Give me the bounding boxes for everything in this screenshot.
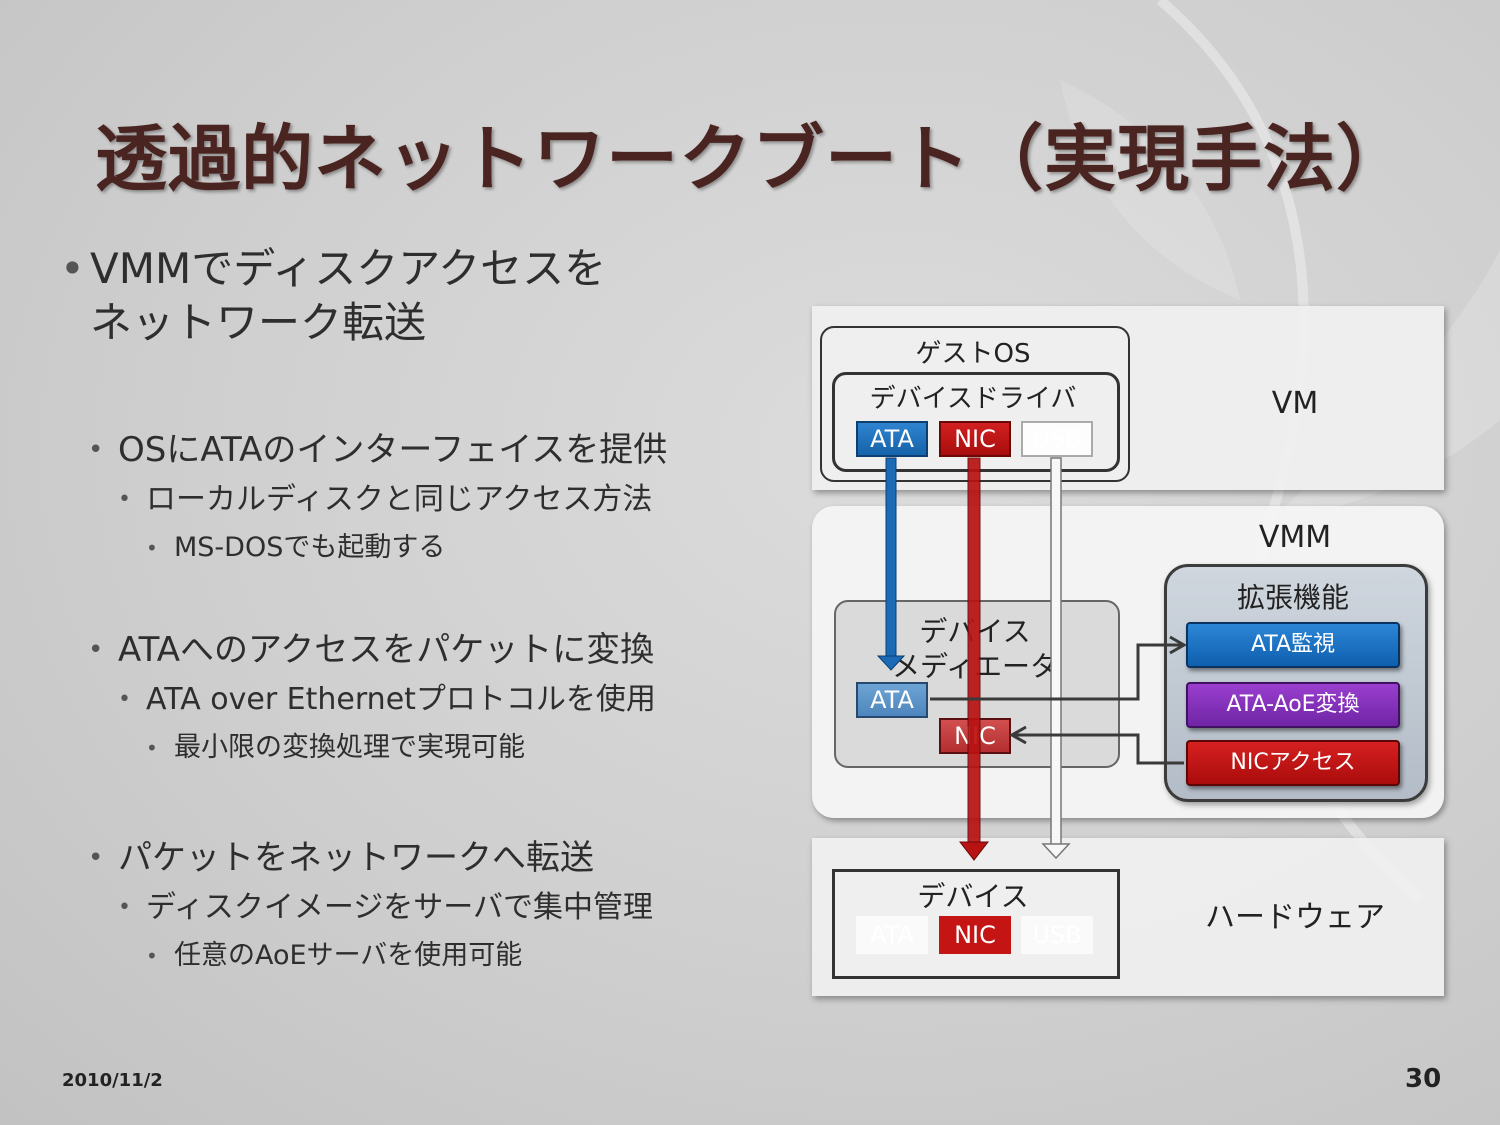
extension-title: 拡張機能: [1236, 581, 1349, 614]
bullet-level3: • ATA over Ethernetプロトコルを使用: [60, 680, 790, 720]
bullet-dot: •: [88, 435, 104, 465]
bullet-dot: •: [88, 635, 104, 665]
hw-nic-chip: NIC: [939, 916, 1011, 954]
driver-usb-chip: USB: [1021, 421, 1093, 457]
hw-device-label: デバイス: [917, 880, 1029, 913]
bullet-text: 最小限の変換処理で実現可能: [174, 732, 525, 763]
bullet-level2: • パケットをネットワークへ転送: [60, 836, 790, 880]
bullet-level4: • MS-DOSでも起動する: [60, 530, 790, 566]
bullet-level2: • OSにATAのインターフェイスを提供: [60, 428, 790, 472]
bullet-text: パケットをネットワークへ転送: [118, 838, 594, 878]
hw-ata-chip: ATA: [856, 916, 928, 954]
vm-label: VM: [1271, 386, 1319, 421]
hardware-label: ハードウェア: [1205, 900, 1385, 935]
bullet-text: ディスクイメージをサーバで集中管理: [146, 890, 653, 925]
bullet-text: ATAへのアクセスをパケットに変換: [118, 630, 655, 670]
bullet-list: •VMMでディスクアクセスを ネットワーク転送 •OSにATAのインターフェイス…: [60, 242, 790, 974]
nic-access-to-mediator-arrow: [1008, 725, 1184, 765]
bullet-dot: •: [146, 736, 158, 760]
ata-aoe-convert-chip: ATA-AoE変換: [1186, 682, 1400, 728]
bullet-dot: •: [88, 843, 104, 873]
bullet-level3: • ディスクイメージをサーバで集中管理: [60, 888, 790, 928]
bullet-level2: • ATAへのアクセスをパケットに変換: [60, 628, 790, 672]
bullet-level4: • 任意のAoEサーバを使用可能: [60, 938, 790, 974]
hw-usb-chip: USB: [1021, 916, 1093, 954]
bullet-text: OSにATAのインターフェイスを提供: [118, 430, 668, 470]
bullet-level4: • 最小限の変換処理で実現可能: [60, 730, 790, 766]
bullet-dot: •: [118, 487, 131, 512]
driver-nic-chip: NIC: [939, 421, 1011, 457]
ata-monitor-chip: ATA監視: [1186, 622, 1400, 668]
bullet-dot: •: [118, 895, 131, 920]
bullet-level3: • ローカルディスクと同じアクセス方法: [60, 480, 790, 520]
bullet-level1: •VMMでディスクアクセスを: [60, 242, 790, 296]
bullet-dot: •: [118, 687, 131, 712]
bullet-dot: •: [60, 244, 85, 293]
bullet-level1-continuation: ネットワーク転送: [60, 296, 790, 350]
nic-access-chip: NICアクセス: [1186, 740, 1400, 786]
ata-down-arrow: [876, 457, 906, 671]
vmm-label: VMM: [1258, 520, 1332, 555]
bullet-dot: •: [146, 944, 158, 968]
footer-date: 2010/11/2: [62, 1070, 163, 1091]
mediator-ata-chip: ATA: [856, 682, 928, 718]
page-number: 30: [1405, 1064, 1442, 1094]
bullet-dot: •: [146, 536, 158, 560]
bullet-text: MS-DOSでも起動する: [174, 532, 446, 563]
guest-os-label: ゲストOS: [915, 339, 1031, 369]
slide-title: 透過的ネットワークブート（実現手法）: [95, 117, 1410, 201]
bullet-text: ネットワーク転送: [90, 298, 427, 347]
driver-ata-chip: ATA: [856, 421, 928, 457]
bullet-text: VMMでディスクアクセスを: [90, 244, 607, 293]
bullet-text: ATA over Ethernetプロトコルを使用: [146, 682, 656, 717]
nic-down-arrow: [958, 457, 990, 861]
usb-down-arrow: [1041, 457, 1071, 860]
bullet-text: ローカルディスクと同じアクセス方法: [146, 482, 653, 517]
ata-to-monitor-arrow: [930, 635, 1188, 701]
device-driver-label: デバイスドライバ: [869, 384, 1077, 414]
bullet-text: 任意のAoEサーバを使用可能: [174, 940, 523, 971]
